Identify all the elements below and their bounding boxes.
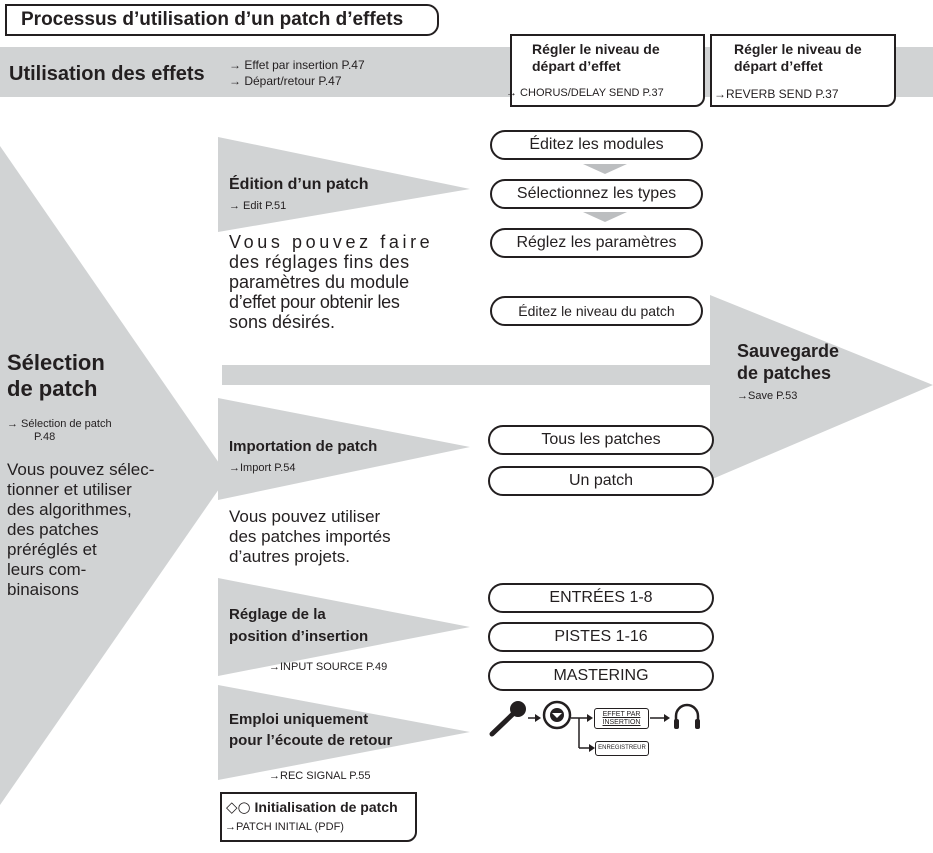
desc-line: des réglages fins des <box>229 252 410 272</box>
step-adjust-params[interactable]: Réglez les paramètres <box>490 228 703 258</box>
step-arrow-2 <box>583 212 627 222</box>
desc-line: d’effet pour obtenir les <box>229 292 400 312</box>
option-all-patches[interactable]: Tous les patches <box>488 425 714 455</box>
desc-line: paramètres du module <box>229 272 410 292</box>
patch-selection-desc: Vous pouvez sélec- tionner et utiliser d… <box>7 460 154 600</box>
desc-line: Vous pouvez faire <box>229 232 434 252</box>
save-heading-1: Sauvegarde <box>737 341 840 361</box>
save-patch-ref: →Save P.53 <box>737 390 798 402</box>
monitor-only-arrow <box>218 685 470 780</box>
patch-selection-heading-1: Sélection <box>7 350 105 375</box>
option-tracks[interactable]: PISTES 1-16 <box>488 622 714 652</box>
init-patch-ref: →PATCH INITIAL (PDF) <box>225 821 344 833</box>
desc-line: des patches <box>7 520 99 539</box>
page-title: Processus d’utilisation d’un patch d’eff… <box>5 4 439 36</box>
save-patch-arrow <box>710 295 933 480</box>
recorder-label: ENREGISTREUR <box>598 745 646 751</box>
monitor-heading-1: Emploi uniquement <box>229 711 369 728</box>
desc-line: d’autres projets. <box>229 547 350 566</box>
save-heading-2: de patches <box>737 363 832 383</box>
effect-insertion-box: EFFET PAR INSERTION <box>594 708 649 729</box>
init-patch-symbols: ◇○ <box>226 798 251 816</box>
reverb-box-title: Régler le niveau de <box>734 41 862 57</box>
import-patch-heading: Importation de patch <box>229 438 378 455</box>
patch-selection-ref: → Sélection de patch P.48 <box>7 418 112 444</box>
insert-heading-2: position d’insertion <box>229 628 369 645</box>
monitor-heading-2: pour l’écoute de retour <box>229 732 393 749</box>
monitor-ref: →REC SIGNAL P.55 <box>269 770 371 782</box>
monitor-heading: Emploi uniquement pour l’écoute de retou… <box>229 709 392 751</box>
edit-patch-arrow <box>218 137 470 232</box>
reverb-send-box: Régler le niveau de départ d’effet →REVE… <box>710 34 896 107</box>
save-patch-heading: Sauvegarde de patches <box>737 340 839 384</box>
step-select-types[interactable]: Sélectionnez les types <box>490 179 703 209</box>
import-patch-ref: →Import P.54 <box>229 462 296 474</box>
desc-line: sons désirés. <box>229 312 336 332</box>
desc-line: des patches importés <box>229 527 391 546</box>
ref-insertion: → Effet par insertion P.47 <box>229 58 365 72</box>
desc-line: leurs com- <box>7 560 87 579</box>
desc-line: binaisons <box>7 580 79 599</box>
import-patch-desc: Vous pouvez utiliser des patches importé… <box>229 507 391 567</box>
effects-heading: Utilisation des effets <box>9 63 205 85</box>
option-one-patch[interactable]: Un patch <box>488 466 714 496</box>
edit-patch-heading: Édition d’un patch <box>229 176 369 193</box>
patch-selection-heading-2: de patch <box>7 376 98 401</box>
option-inputs[interactable]: ENTRÉES 1-8 <box>488 583 714 613</box>
option-mastering[interactable]: MASTERING <box>488 661 714 691</box>
desc-line: Vous pouvez utiliser <box>229 507 381 526</box>
chorus-box-title: Régler le niveau de <box>532 41 660 57</box>
effect-label-2: INSERTION <box>602 719 641 726</box>
chorus-box-ref: → CHORUS/DELAY SEND P.37 <box>506 87 664 99</box>
desc-line: préréglés et <box>7 540 97 559</box>
reverb-box-title-2: départ d’effet <box>734 58 823 74</box>
center-band <box>222 365 712 385</box>
effect-label-1: EFFET PAR <box>602 711 641 718</box>
step-arrow-1 <box>583 164 627 174</box>
edit-patch-ref: → Edit P.51 <box>229 200 287 212</box>
patch-selection-heading: Sélection de patch <box>7 350 105 402</box>
recorder-box: ENREGISTREUR <box>595 741 649 756</box>
reverb-box-ref: →REVERB SEND P.37 <box>714 87 839 101</box>
patch-selection-arrow <box>0 146 228 805</box>
page-title-text: Processus d’utilisation d’un patch d’eff… <box>21 9 404 30</box>
insert-position-arrow <box>218 578 470 676</box>
insert-heading-1: Réglage de la <box>229 606 326 623</box>
chorus-box-title-2: départ d’effet <box>532 58 621 74</box>
patch-selection-ref-2: P.48 <box>34 431 56 443</box>
import-patch-arrow <box>218 398 470 500</box>
edit-patch-desc: Vous pouvez faire des réglages fins des … <box>229 232 481 332</box>
step-edit-modules[interactable]: Éditez les modules <box>490 130 703 160</box>
ref-send: → Départ/retour P.47 <box>229 74 342 88</box>
desc-line: tionner et utiliser <box>7 480 132 499</box>
init-patch-box: ◇○ Initialisation de patch →PATCH INITIA… <box>220 792 417 842</box>
insert-position-ref: →INPUT SOURCE P.49 <box>269 661 388 673</box>
init-patch-title: ◇○ Initialisation de patch <box>226 798 398 816</box>
desc-line: des algorithmes, <box>7 500 132 519</box>
chorus-send-box: Régler le niveau de départ d’effet → CHO… <box>506 34 705 107</box>
step-edit-level[interactable]: Éditez le niveau du patch <box>490 296 703 326</box>
insert-position-heading: Réglage de la position d’insertion <box>229 604 368 648</box>
desc-line: Vous pouvez sélec- <box>7 460 155 479</box>
patch-selection-ref-1: → Sélection de patch <box>7 418 112 430</box>
init-patch-heading: Initialisation de patch <box>254 799 398 815</box>
